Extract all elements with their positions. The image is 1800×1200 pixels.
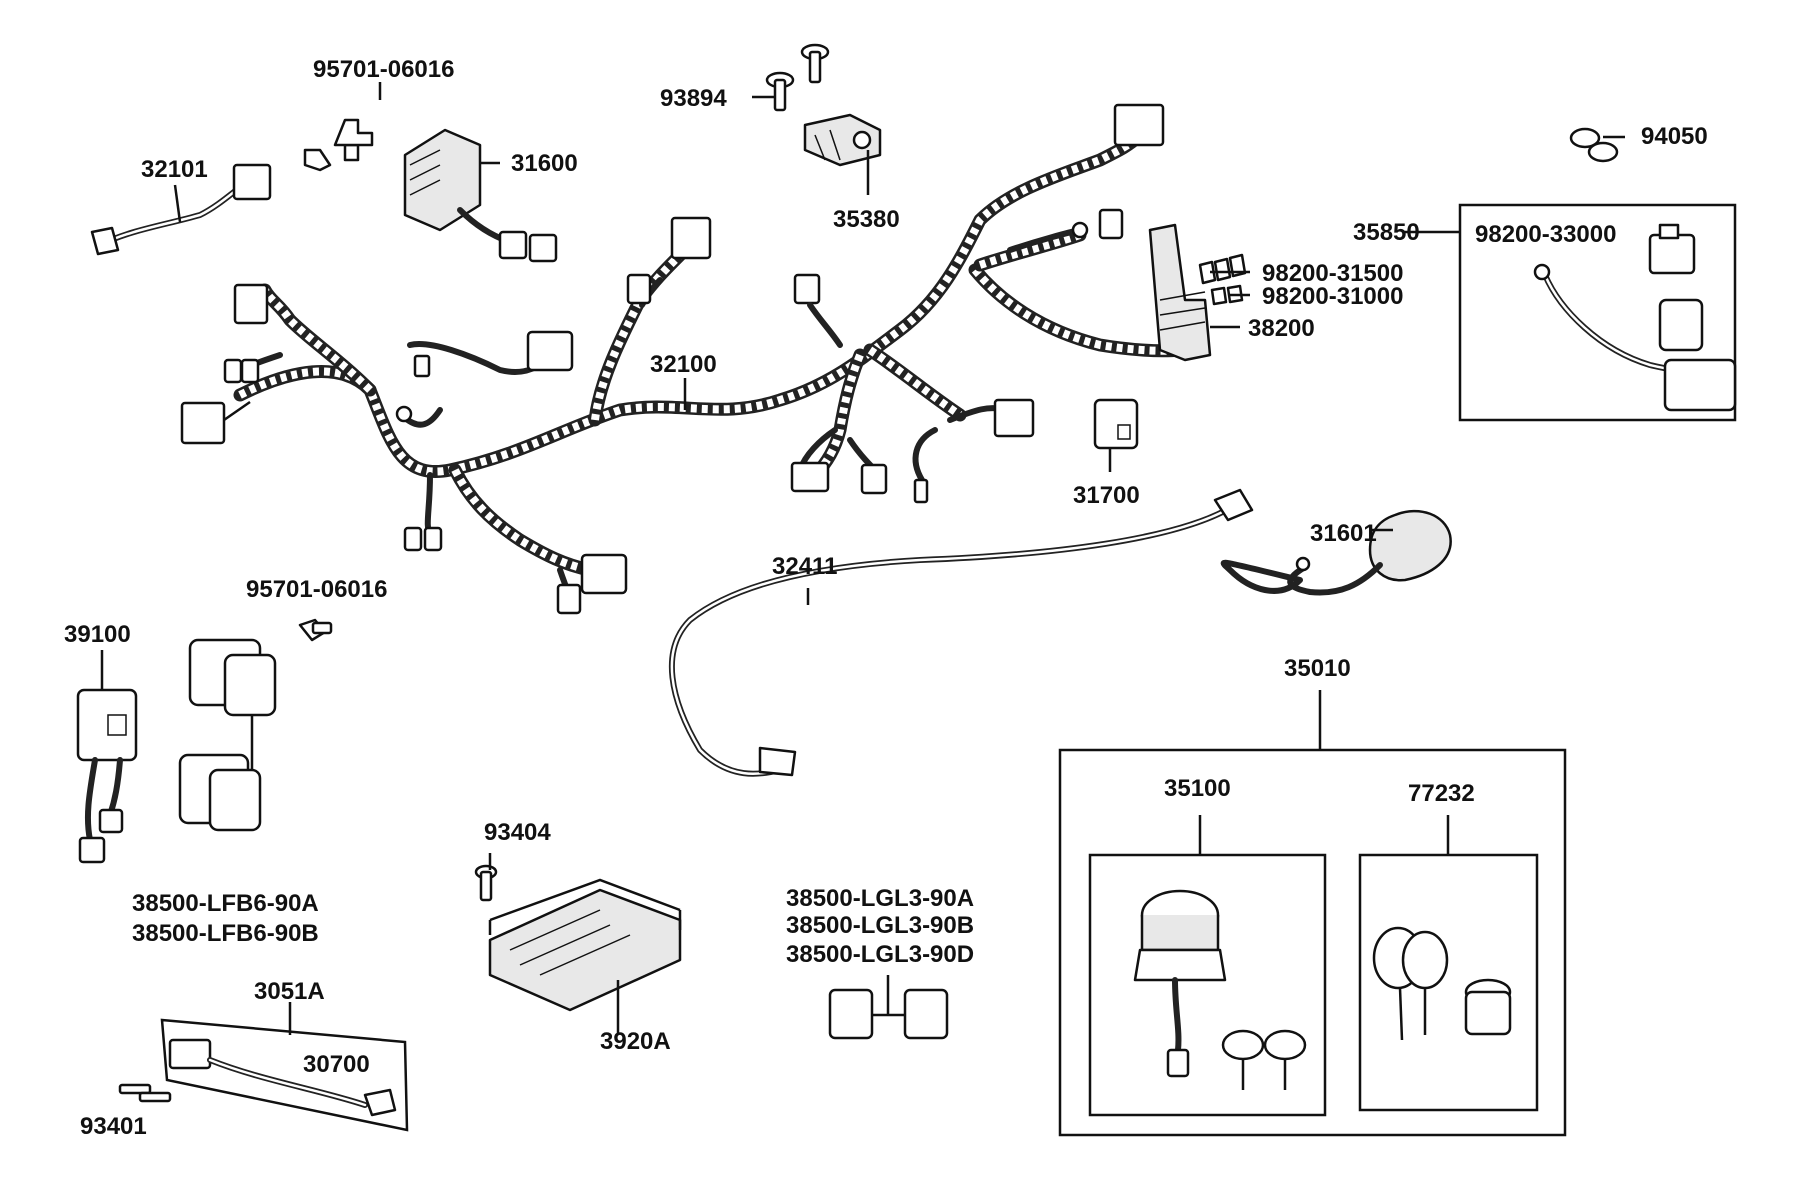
part-38200-fusebox <box>1148 223 1247 362</box>
part-35380-sensor <box>803 113 882 167</box>
label-98200-31000: 98200-31000 <box>1262 283 1403 310</box>
label-35380: 35380 <box>833 206 900 233</box>
label-93404: 93404 <box>484 819 551 846</box>
label-98200-33000: 98200-33000 <box>1475 221 1616 248</box>
part-35850-relay-box <box>1458 203 1737 422</box>
label-32411: 32411 <box>772 553 837 580</box>
part-35010-lockset <box>1058 690 1567 1137</box>
part-32101-wire <box>90 163 272 256</box>
label-94050: 94050 <box>1641 123 1708 150</box>
leader-lines <box>100 82 1625 870</box>
harness-connectors <box>180 103 1165 615</box>
label-38500-lgl3-90b: 38500-LGL3-90B <box>786 912 974 939</box>
part-77232-keys <box>1372 926 1512 1041</box>
part-35100-ignition-lock <box>1133 889 1307 1090</box>
label-39100: 39100 <box>64 621 131 648</box>
label-35010: 35010 <box>1284 655 1351 682</box>
part-39100-flasher <box>76 688 138 864</box>
label-31700: 31700 <box>1073 482 1140 509</box>
part-38500-lgl3-relays <box>828 975 949 1040</box>
label-38500-lgl3-90a: 38500-LGL3-90A <box>786 885 974 912</box>
part-38500-lfb6-relays <box>178 638 277 832</box>
part-3920a-ecu <box>488 878 682 1035</box>
label-31601: 31601 <box>1310 520 1377 547</box>
label-93894: 93894 <box>660 85 727 112</box>
label-32101: 32101 <box>141 156 208 183</box>
label-38500-lfb6-90a: 38500-LFB6-90A <box>132 890 319 917</box>
label-30700: 30700 <box>303 1051 370 1078</box>
label-35850: 35850 <box>1353 219 1420 246</box>
part-31601-switch <box>1220 509 1452 596</box>
label-93401: 93401 <box>80 1113 147 1140</box>
label-35100: 35100 <box>1164 775 1231 802</box>
part-93404-bolt <box>474 864 498 902</box>
part-95701-bolt-mid <box>298 618 333 642</box>
label-3051a: 3051A <box>254 978 325 1005</box>
label-77232: 77232 <box>1408 780 1475 807</box>
part-94050-nuts <box>1569 127 1619 163</box>
part-31600-regulator <box>303 118 558 263</box>
callout-labels: 95701-06016 93894 94050 32101 31600 3538… <box>64 56 1708 1140</box>
label-95701-06016-top: 95701-06016 <box>313 56 454 83</box>
label-95701-06016-mid: 95701-06016 <box>246 576 387 603</box>
label-31600: 31600 <box>511 150 578 177</box>
main-wire-harness <box>233 128 1187 577</box>
part-32411-cable <box>668 488 1254 777</box>
part-93401-bolts <box>118 1083 172 1103</box>
label-38500-lfb6-90b: 38500-LFB6-90B <box>132 920 319 947</box>
label-98200-31500: 98200-31500 <box>1262 260 1403 287</box>
label-3920a: 3920A <box>600 1028 671 1055</box>
label-32100: 32100 <box>650 351 717 378</box>
part-93894-bolts <box>765 43 830 112</box>
part-31700-relay <box>1093 398 1139 450</box>
label-38200: 38200 <box>1248 315 1315 342</box>
part-3051a-sensor-kit <box>160 1002 409 1132</box>
label-38500-lgl3-90d: 38500-LGL3-90D <box>786 941 974 968</box>
